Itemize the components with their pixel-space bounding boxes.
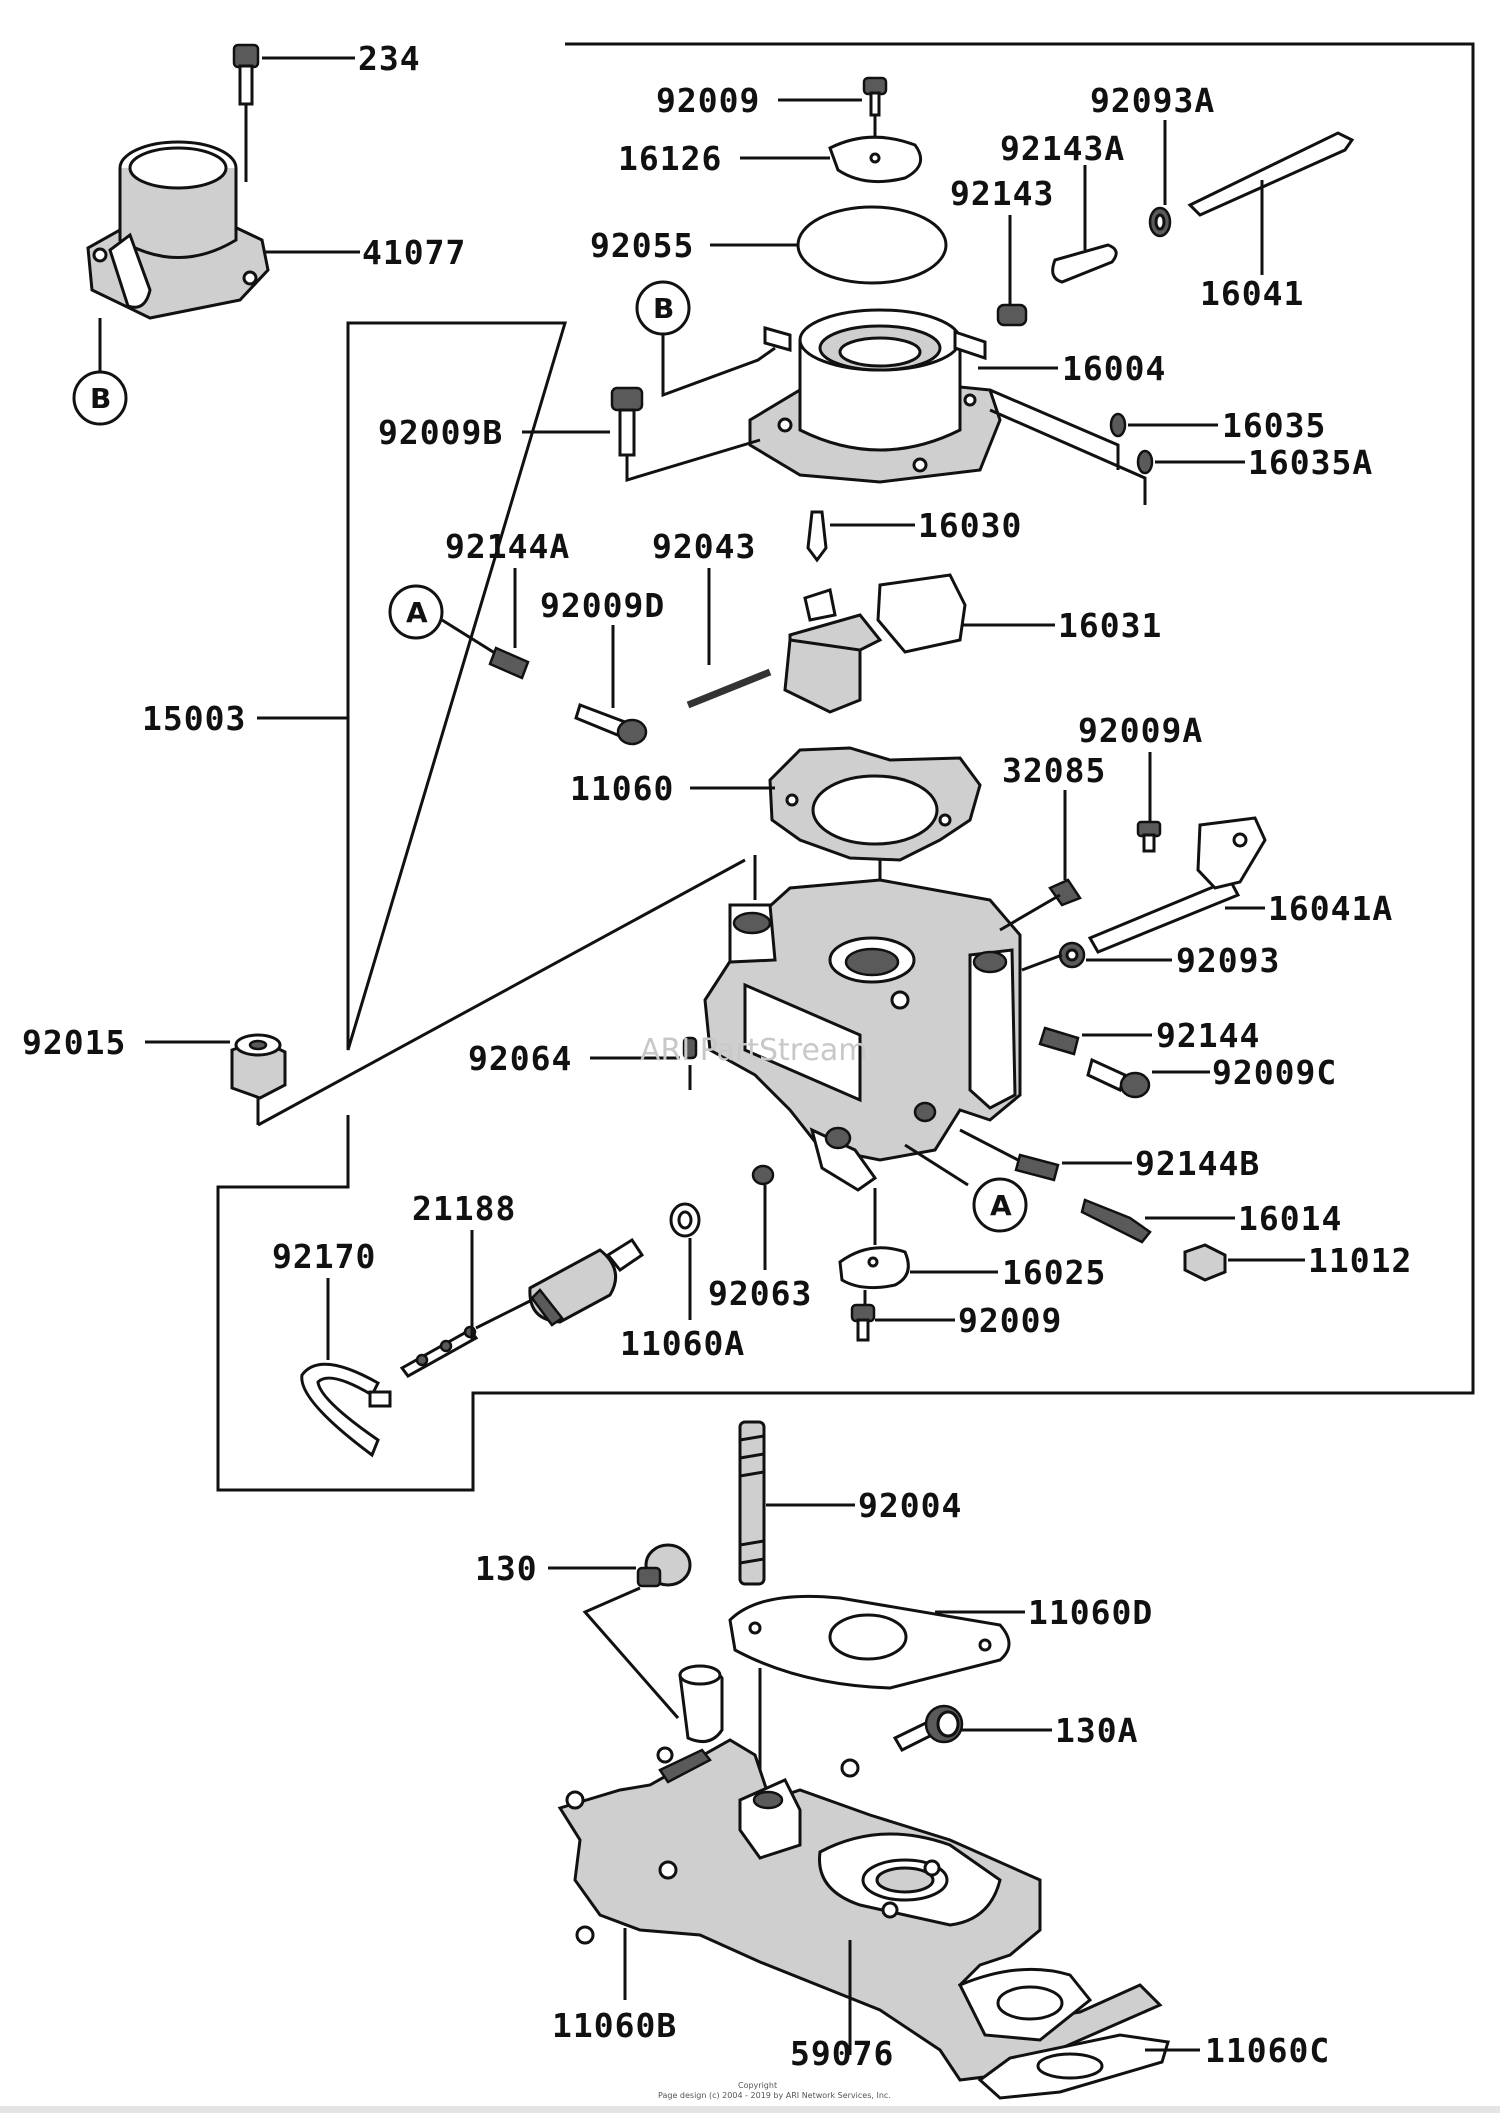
screw-92009d-part	[574, 703, 648, 746]
label-92015: 92015	[22, 1023, 126, 1062]
carburetor-top-body-16004-part	[748, 308, 1002, 484]
washer-92093a-part	[1148, 206, 1172, 238]
intake-manifold-59076-part	[557, 1664, 1163, 2082]
svg-text:B: B	[90, 382, 111, 415]
label-16031: 16031	[1058, 606, 1162, 645]
svg-text:A: A	[406, 596, 428, 629]
screw-92009b-part	[610, 386, 644, 457]
plate-16025-part	[838, 1246, 910, 1290]
label-11060b: 11060B	[552, 2006, 677, 2045]
o-ring-92055-part	[796, 205, 948, 285]
pin-92143a-part	[1051, 243, 1118, 284]
label-11060a: 11060A	[620, 1324, 745, 1363]
label-16025: 16025	[1002, 1253, 1106, 1292]
needle-16014-part	[1080, 1198, 1152, 1244]
screw-92144a-part	[488, 646, 530, 680]
screw-130a-part	[892, 1704, 964, 1752]
label-11060d: 11060D	[1028, 1593, 1153, 1632]
label-15003: 15003	[142, 699, 246, 738]
needle-16030-part	[806, 510, 828, 563]
jet-92064-part	[682, 1036, 698, 1060]
label-92009c: 92009C	[1212, 1053, 1337, 1092]
svg-text:B: B	[653, 292, 674, 325]
jet-92063-part	[751, 1164, 775, 1186]
plug-11012-part	[1183, 1243, 1227, 1282]
label-41077: 41077	[362, 233, 466, 272]
shaft-16041-part	[1187, 131, 1355, 217]
clip-32085-part	[1048, 878, 1082, 907]
label-16030: 16030	[918, 506, 1022, 545]
label-130: 130	[475, 1549, 538, 1588]
assembly-boundary-15003	[216, 42, 1475, 1492]
label-92043: 92043	[652, 527, 756, 566]
carburetor-main-body-part	[703, 878, 1022, 1192]
watermark-text: ARI PartStream	[640, 1033, 868, 1068]
callout-b-left: B	[72, 370, 128, 426]
label-16035: 16035	[1222, 406, 1326, 445]
pin-92043-part	[686, 668, 772, 709]
washer-11060a-part	[669, 1202, 701, 1238]
label-16041: 16041	[1200, 274, 1304, 313]
label-92009d: 92009D	[540, 586, 665, 625]
footer-bar	[0, 2106, 1500, 2113]
callout-a-left: A	[388, 584, 444, 640]
label-234: 234	[358, 39, 421, 78]
screw-92009-top-part	[862, 76, 888, 117]
bolt-234-part	[232, 43, 260, 106]
shaft-16041a-part	[1087, 816, 1267, 954]
label-92009-bottom: 92009	[958, 1301, 1062, 1340]
screw-92009-bottom-part	[850, 1303, 876, 1342]
label-11060c: 11060C	[1205, 2031, 1330, 2070]
label-59076: 59076	[790, 2034, 894, 2073]
label-21188: 21188	[412, 1189, 516, 1228]
label-92170: 92170	[272, 1237, 376, 1276]
float-16031-part	[783, 573, 967, 714]
callout-a-right: A	[972, 1177, 1028, 1233]
label-92009a: 92009A	[1078, 711, 1203, 750]
pin-92143-part	[996, 303, 1028, 327]
label-92064: 92064	[468, 1039, 572, 1078]
plug-130-part	[636, 1543, 692, 1588]
nut-92015-part	[230, 1033, 287, 1100]
callout-b-top: B	[635, 280, 691, 336]
label-92093a: 92093A	[1090, 81, 1215, 120]
footer-page-design: Page design (c) 2004 - 2019 by ARI Netwo…	[658, 2091, 891, 2100]
screw-92009a-part	[1136, 820, 1162, 853]
label-92009b: 92009B	[378, 413, 503, 452]
label-92144b: 92144B	[1135, 1144, 1260, 1183]
label-11060: 11060	[570, 769, 674, 808]
label-92143a: 92143A	[1000, 129, 1125, 168]
label-16014: 16014	[1238, 1199, 1342, 1238]
screw-92144-part	[1038, 1026, 1080, 1056]
label-32085: 32085	[1002, 751, 1106, 790]
label-92143: 92143	[950, 174, 1054, 213]
footer-copyright: Copyright	[738, 2081, 777, 2090]
label-11012: 11012	[1308, 1241, 1412, 1280]
stud-92004-part	[738, 1420, 766, 1586]
label-92093: 92093	[1176, 941, 1280, 980]
label-92063: 92063	[708, 1274, 812, 1313]
jet-16035-part	[1109, 412, 1127, 438]
label-92055: 92055	[590, 226, 694, 265]
svg-text:A: A	[990, 1189, 1012, 1222]
label-16126: 16126	[618, 139, 722, 178]
screw-92144b-part	[1014, 1153, 1060, 1182]
screw-92009c-part	[1086, 1057, 1151, 1099]
solenoid-21188-part	[399, 1237, 645, 1378]
label-92144a: 92144A	[445, 527, 570, 566]
label-130a: 130A	[1055, 1711, 1138, 1750]
air-cleaner-elbow-part	[86, 140, 270, 320]
label-16035a: 16035A	[1248, 443, 1373, 482]
label-92009-top: 92009	[656, 81, 760, 120]
label-92004: 92004	[858, 1486, 962, 1525]
label-92144: 92144	[1156, 1016, 1260, 1055]
band-92170-part	[300, 1362, 380, 1458]
label-16041a: 16041A	[1268, 889, 1393, 928]
jet-16035a-part	[1136, 449, 1154, 475]
washer-92093-part	[1058, 941, 1086, 969]
label-16004: 16004	[1062, 349, 1166, 388]
